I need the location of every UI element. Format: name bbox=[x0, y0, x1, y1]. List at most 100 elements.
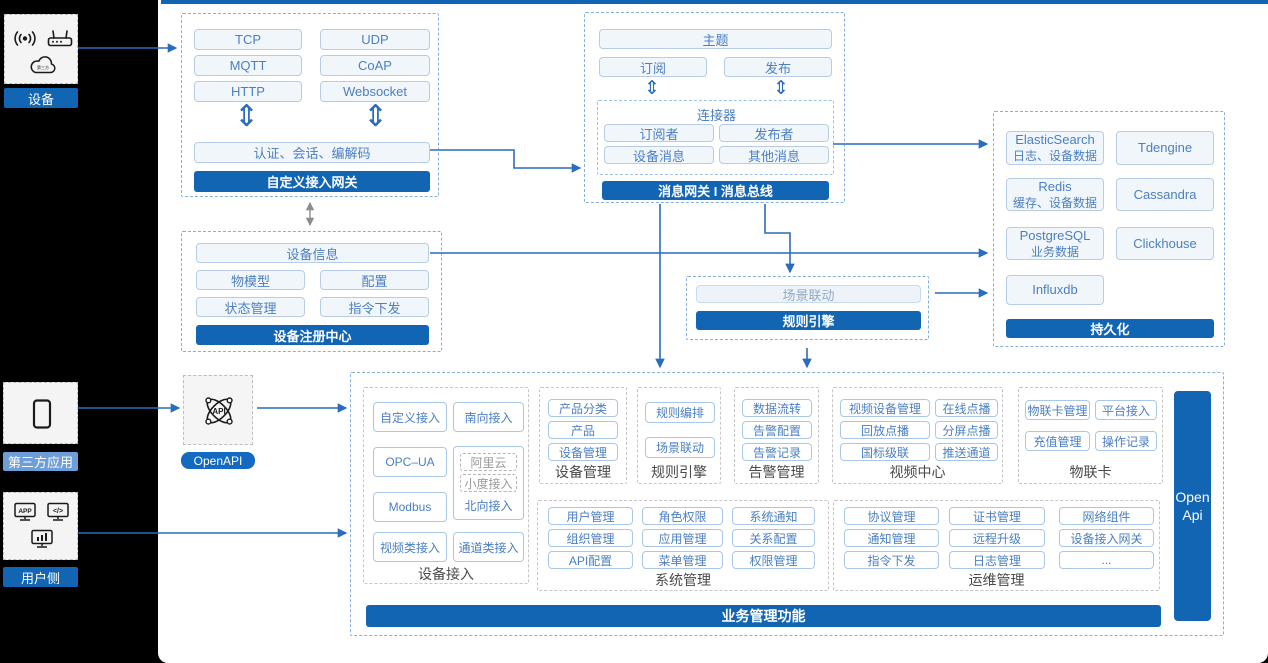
system-label: 系统管理 bbox=[655, 572, 711, 588]
connector-box: 连接器 订阅者 发布者 设备消息 其他消息 bbox=[597, 100, 834, 175]
svg-text:第三方: 第三方 bbox=[37, 64, 49, 70]
svg-text:</>: </> bbox=[53, 508, 63, 515]
system-pill: 角色权限 bbox=[642, 507, 723, 525]
device-access-section: 自定义接入 南向接入 OPC–UA 阿里云 小度接入 北向接入 Modbus 视… bbox=[363, 387, 529, 584]
store-pill: Clickhouse bbox=[1116, 227, 1214, 260]
message-gateway-title-bar: 消息网关 I 消息总线 bbox=[602, 181, 829, 200]
system-section: 用户管理 角色权限 系统通知 组织管理 应用管理 关系配置 API配置 菜单管理… bbox=[537, 500, 829, 591]
device-info-pill: 设备信息 bbox=[196, 243, 429, 263]
north-access-label: 北向接入 bbox=[464, 499, 513, 513]
double-arrow-icon: ⇕ bbox=[234, 100, 260, 133]
store-name: Tdengine bbox=[1137, 140, 1193, 155]
video-section: 视频设备管理 在线点播 回放点播 分屏点播 国标级联 推送通道 视频中心 bbox=[832, 387, 1003, 484]
video-pill: 回放点播 bbox=[840, 421, 930, 439]
ops-section: 协议管理 证书管理 网络组件 通知管理 远程升级 设备接入网关 指令下发 日志管… bbox=[833, 500, 1160, 591]
video-pill: 视频设备管理 bbox=[840, 399, 930, 417]
app-monitor-icon: APP bbox=[14, 502, 36, 521]
code-monitor-icon: </> bbox=[47, 502, 69, 521]
broadcast-icon bbox=[14, 31, 36, 46]
mgmt-pill: 产品分类 bbox=[548, 399, 618, 417]
iot-card-pill: 操作记录 bbox=[1095, 431, 1157, 451]
api-atom-icon: API bbox=[205, 397, 233, 425]
chart-monitor-icon bbox=[31, 529, 53, 548]
rule-engine-panel: 场景联动 规则引擎 bbox=[686, 276, 929, 340]
iot-card-pill: 充值管理 bbox=[1025, 431, 1090, 451]
subscribe-pill: 订阅 bbox=[599, 57, 707, 77]
connector-title: 连接器 bbox=[696, 108, 736, 123]
message-gateway-panel: 主题 订阅 发布 ⇕ ⇕ 连接器 订阅者 发布者 设备消息 其他消息 消息网关 … bbox=[584, 12, 845, 203]
ops-pill: 远程升级 bbox=[949, 529, 1045, 547]
access-pill: Modbus bbox=[373, 492, 447, 522]
top-accent-line bbox=[161, 0, 1268, 4]
registry-pill: 配置 bbox=[320, 270, 429, 290]
north-sub-pill: 阿里云 bbox=[460, 453, 517, 471]
store-desc: 缓存、设备数据 bbox=[1012, 195, 1097, 210]
open-api-bar: Open Api bbox=[1174, 391, 1211, 621]
svg-text:API: API bbox=[212, 407, 225, 416]
video-label: 视频中心 bbox=[889, 464, 946, 480]
ops-pill: 日志管理 bbox=[949, 551, 1045, 569]
session-codec-pill: 认证、会话、编解码 bbox=[194, 142, 430, 163]
store-name: Clickhouse bbox=[1133, 235, 1197, 251]
ops-pill: 通知管理 bbox=[844, 529, 939, 547]
video-pill: 在线点播 bbox=[935, 399, 998, 417]
svg-text:APP: APP bbox=[18, 508, 32, 515]
store-desc: 日志、设备数据 bbox=[1012, 149, 1097, 163]
device-registry-title-bar: 设备注册中心 bbox=[196, 325, 429, 345]
access-pill: 视频类接入 bbox=[373, 532, 447, 562]
protocol-pill: Websocket bbox=[320, 81, 430, 102]
system-pill: 用户管理 bbox=[548, 507, 633, 525]
double-arrow-icon: ⇕ bbox=[644, 78, 660, 99]
iot-card-section: 物联卡管理 平台接入 充值管理 操作记录 物联卡 bbox=[1018, 387, 1163, 484]
cloud-icon: 第三方 bbox=[30, 56, 56, 74]
protocol-pill: CoAP bbox=[320, 55, 430, 76]
alarm-label: 告警管理 bbox=[748, 464, 805, 480]
connector-pill: 发布者 bbox=[719, 124, 829, 142]
topic-pill: 主题 bbox=[599, 29, 832, 49]
alarm-pill: 告警记录 bbox=[742, 443, 812, 461]
iot-card-pill: 平台接入 bbox=[1095, 400, 1157, 420]
ops-pill: 设备接入网关 bbox=[1059, 529, 1154, 547]
registry-pill: 指令下发 bbox=[320, 297, 429, 317]
system-pill: 系统通知 bbox=[732, 507, 815, 525]
protocol-pill: MQTT bbox=[194, 55, 302, 76]
smartphone-icon bbox=[32, 399, 52, 429]
connector-pill: 其他消息 bbox=[719, 146, 829, 164]
ops-label: 运维管理 bbox=[968, 572, 1025, 588]
store-name: PostgreSQL bbox=[1019, 227, 1091, 243]
system-pill: 菜单管理 bbox=[642, 551, 723, 569]
business-panel: 自定义接入 南向接入 OPC–UA 阿里云 小度接入 北向接入 Modbus 视… bbox=[350, 372, 1224, 636]
access-pill: 南向接入 bbox=[453, 402, 524, 432]
double-arrow-icon: ⇕ bbox=[363, 100, 389, 133]
registry-pill: 物模型 bbox=[196, 270, 305, 290]
rule-engine-label: 规则引擎 bbox=[651, 464, 707, 480]
store-pill: Tdengine bbox=[1116, 131, 1214, 165]
scene-linkage-pill: 场景联动 bbox=[696, 285, 921, 303]
access-pill: 通道类接入 bbox=[453, 532, 524, 562]
north-sub-pill: 小度接入 bbox=[460, 474, 517, 492]
store-desc: 业务数据 bbox=[1030, 244, 1079, 259]
device-mgmt-section: 产品分类 产品 设备管理 设备管理 bbox=[539, 387, 627, 484]
ops-pill: 指令下发 bbox=[844, 551, 939, 569]
third-party-icon-box bbox=[3, 382, 78, 444]
video-pill: 推送通道 bbox=[935, 443, 998, 461]
video-pill: 分屏点播 bbox=[935, 421, 998, 439]
system-pill: 应用管理 bbox=[642, 529, 723, 547]
system-pill: 组织管理 bbox=[548, 529, 633, 547]
mgmt-pill: 设备管理 bbox=[548, 443, 618, 461]
third-party-rail-label: 第三方应用 bbox=[3, 452, 78, 471]
store-name: ElasticSearch bbox=[1015, 132, 1095, 147]
system-pill: 权限管理 bbox=[732, 551, 815, 569]
connector-pill: 订阅者 bbox=[604, 124, 714, 142]
system-pill: 关系配置 bbox=[732, 529, 815, 547]
double-arrow-icon: ⇕ bbox=[773, 78, 789, 99]
ops-pill: 协议管理 bbox=[844, 507, 939, 525]
device-rail-label: 设备 bbox=[4, 88, 78, 108]
device-mgmt-label: 设备管理 bbox=[555, 464, 611, 480]
video-pill: 国标级联 bbox=[840, 443, 930, 461]
connector-pill: 设备消息 bbox=[604, 146, 714, 164]
rule-engine-title-bar: 规则引擎 bbox=[696, 311, 921, 330]
